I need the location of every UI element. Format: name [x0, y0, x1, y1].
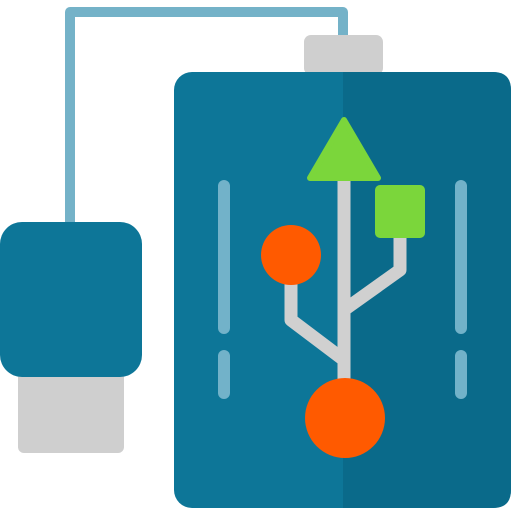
usb-symbol-base-circle	[305, 378, 385, 458]
usb-cable	[65, 7, 348, 227]
usb-symbol-arrow	[307, 117, 381, 181]
drive-body-shade	[343, 72, 511, 508]
usb-plug-housing	[0, 222, 142, 377]
usb-icon	[261, 117, 425, 458]
usb-symbol-square	[375, 185, 425, 238]
usb-plug-metal	[18, 352, 124, 453]
usb-symbol-small-circle	[261, 225, 321, 285]
drive-top-connector	[304, 35, 383, 75]
